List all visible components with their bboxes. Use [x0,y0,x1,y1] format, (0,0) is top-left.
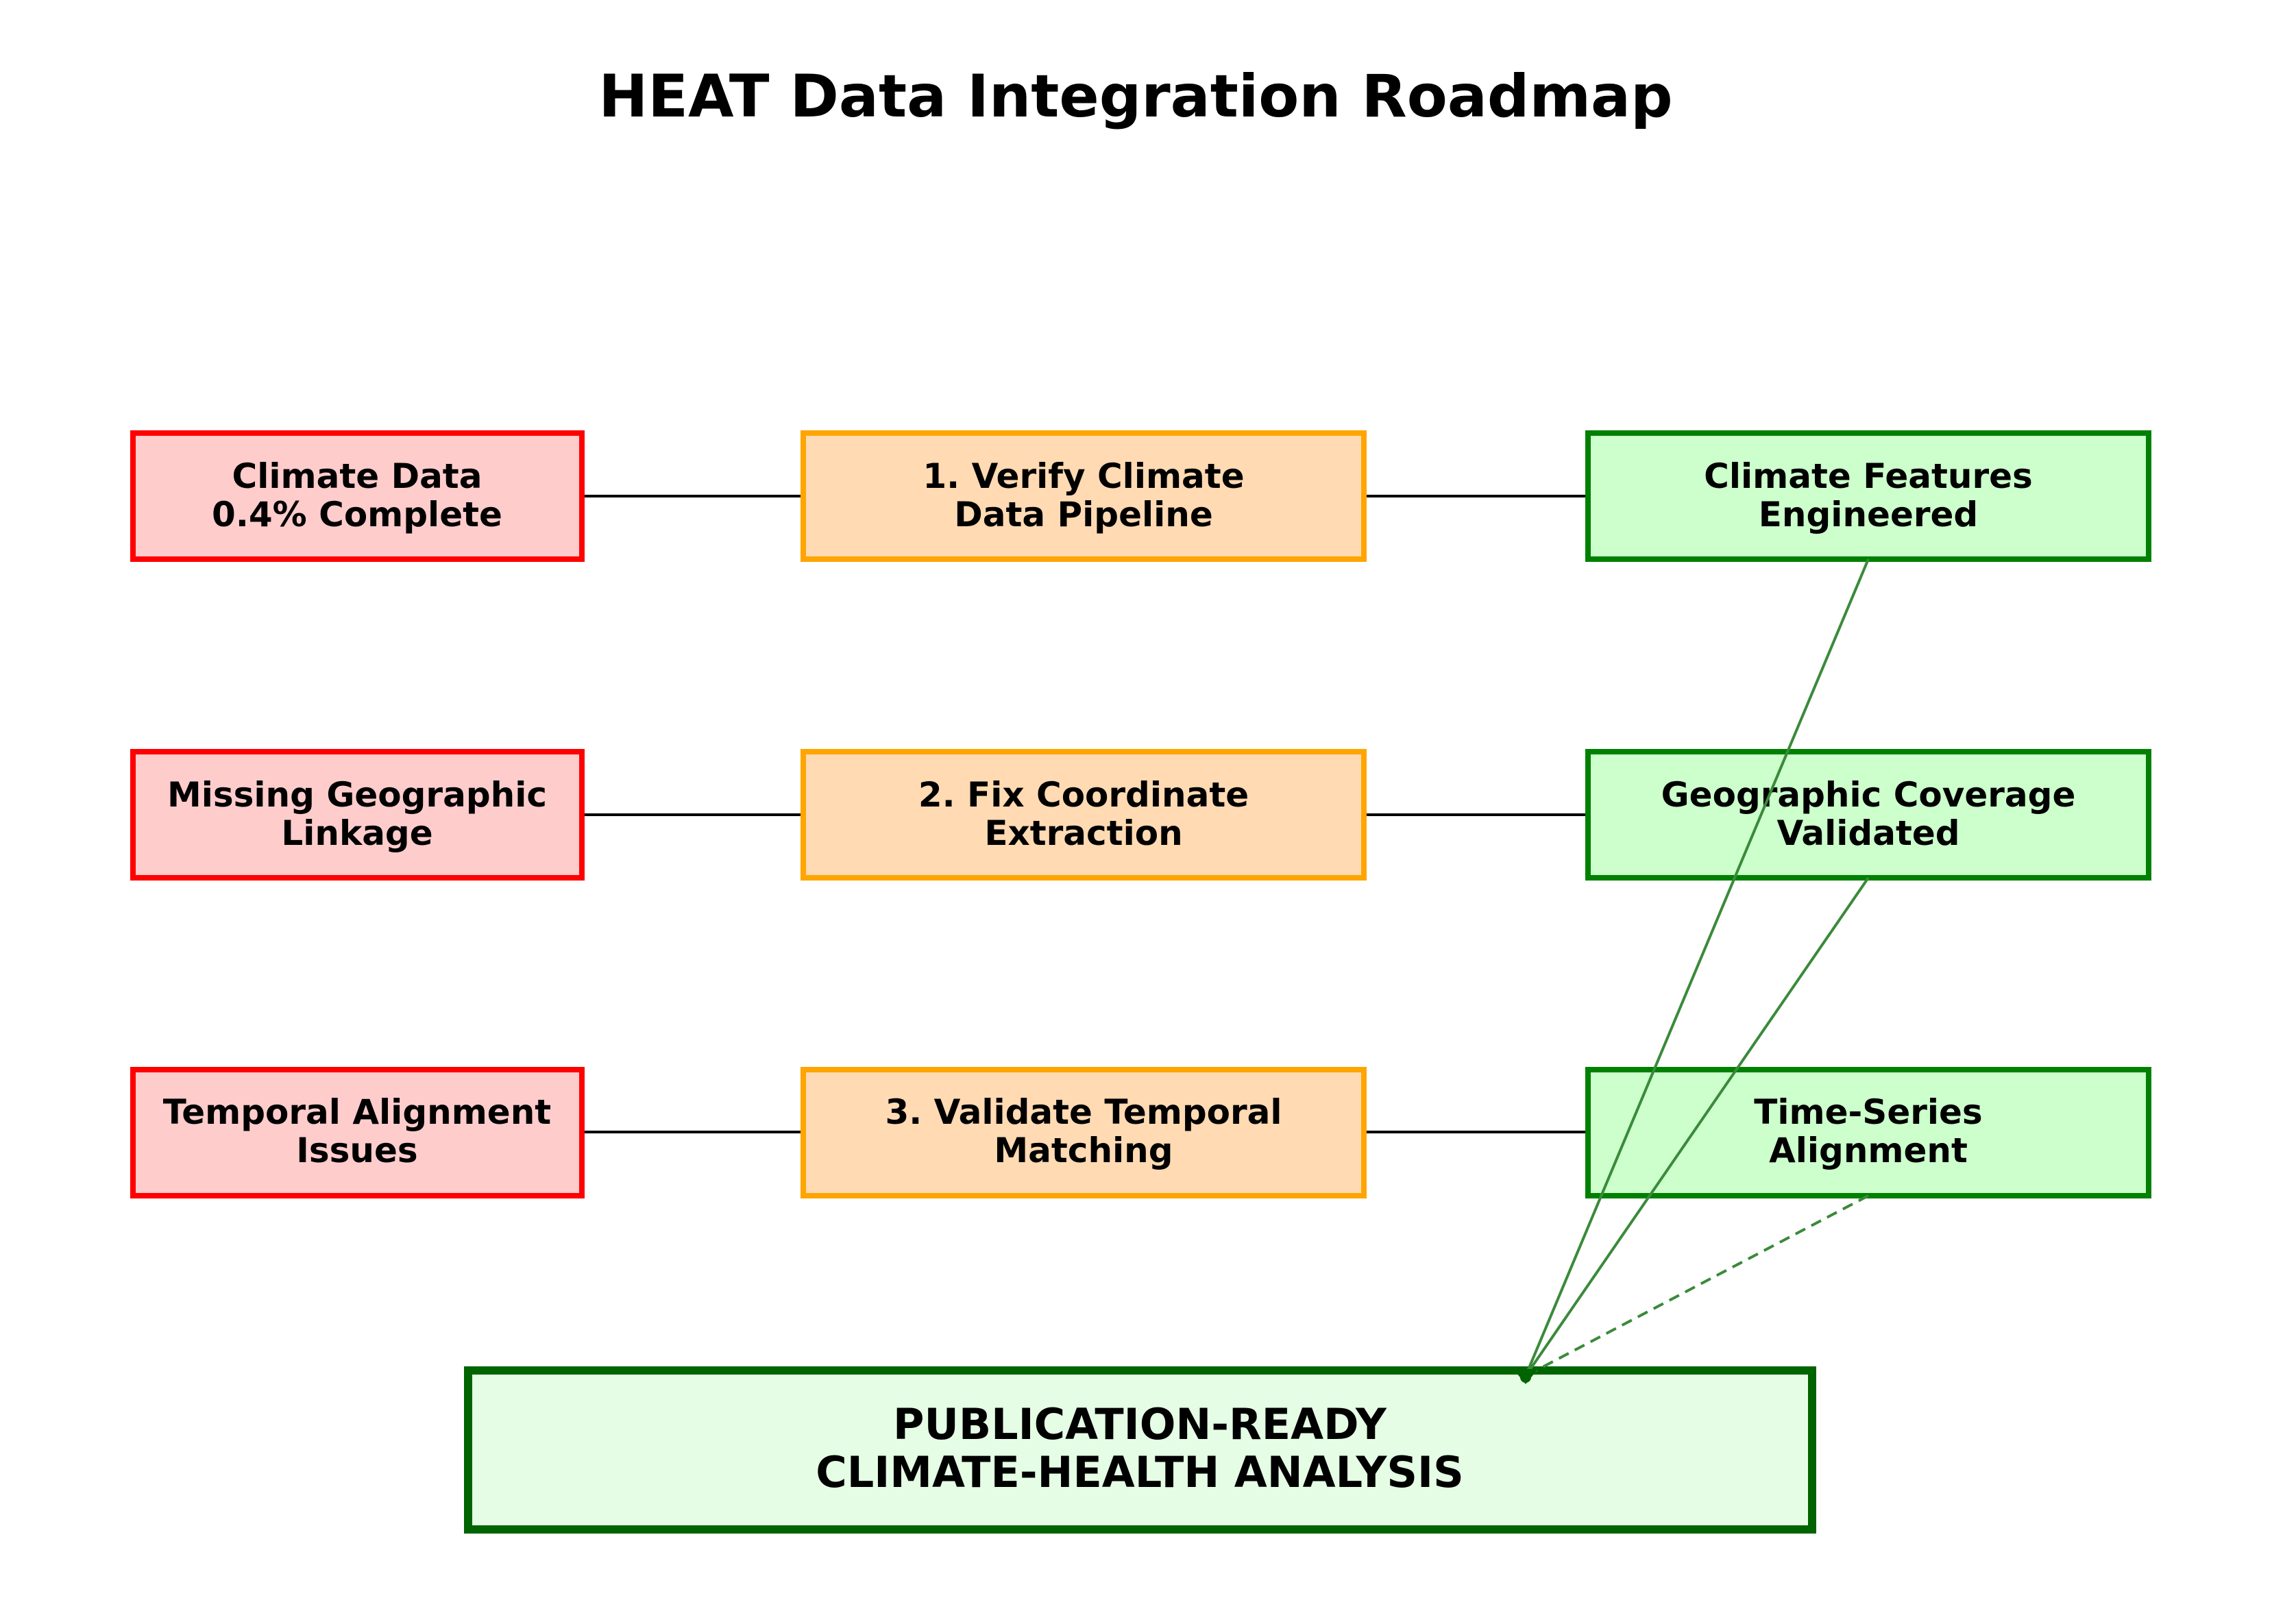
action-box-3: 3. Validate Temporal Matching [801,1067,1367,1198]
arrow-junction-dot [1520,1372,1531,1383]
action-3-line2: Matching [994,1131,1173,1170]
action-box-1: 1. Verify Climate Data Pipeline [801,430,1367,562]
action-2-line1: 2. Fix Coordinate [918,775,1249,815]
problem-box-2: Missing Geographic Linkage [130,749,585,881]
outcome-3-line2: Alignment [1769,1131,1968,1170]
outcome-box-3: Time-Series Alignment [1585,1067,2151,1198]
outcome-2-line1: Geographic Coverage [1661,775,2076,815]
problem-3-line2: Issues [296,1131,417,1170]
problem-box-1: Climate Data 0.4% Complete [130,430,585,562]
outcome-1-line2: Engineered [1759,495,1978,534]
arrow-outcome-1-to-final [1524,558,1870,1377]
final-line1: PUBLICATION-READY [893,1399,1387,1449]
arrow-outcome-3-to-final [1525,1194,1869,1377]
problem-1-line1: Climate Data [232,456,483,496]
outcome-3-line1: Time-Series [1754,1092,1982,1132]
problem-1-line2: 0.4% Complete [212,495,502,534]
outcome-2-line2: Validated [1776,813,1959,853]
problem-2-line2: Linkage [281,813,432,853]
action-3-line1: 3. Validate Temporal [885,1092,1282,1132]
convergence-arrows [1513,558,1870,1384]
diagram-title: HEAT Data Integration Roadmap [598,62,1672,131]
arrow-outcome-2-to-final [1524,876,1870,1377]
action-2-line2: Extraction [984,813,1182,853]
final-line2: CLIMATE-HEALTH ANALYSIS [816,1447,1464,1497]
outcome-box-1: Climate Features Engineered [1585,430,2151,562]
problem-2-line1: Missing Geographic [167,775,547,815]
row-connectors [582,495,1588,1133]
outcome-box-2: Geographic Coverage Validated [1585,749,2151,881]
outcome-1-line1: Climate Features [1704,456,2033,496]
action-1-line2: Data Pipeline [954,495,1213,534]
problem-box-3: Temporal Alignment Issues [130,1067,585,1198]
final-outcome-box: PUBLICATION-READY CLIMATE-HEALTH ANALYSI… [464,1366,1816,1534]
problem-3-line1: Temporal Alignment [163,1092,551,1132]
action-box-2: 2. Fix Coordinate Extraction [801,749,1367,881]
action-1-line1: 1. Verify Climate [923,456,1244,496]
